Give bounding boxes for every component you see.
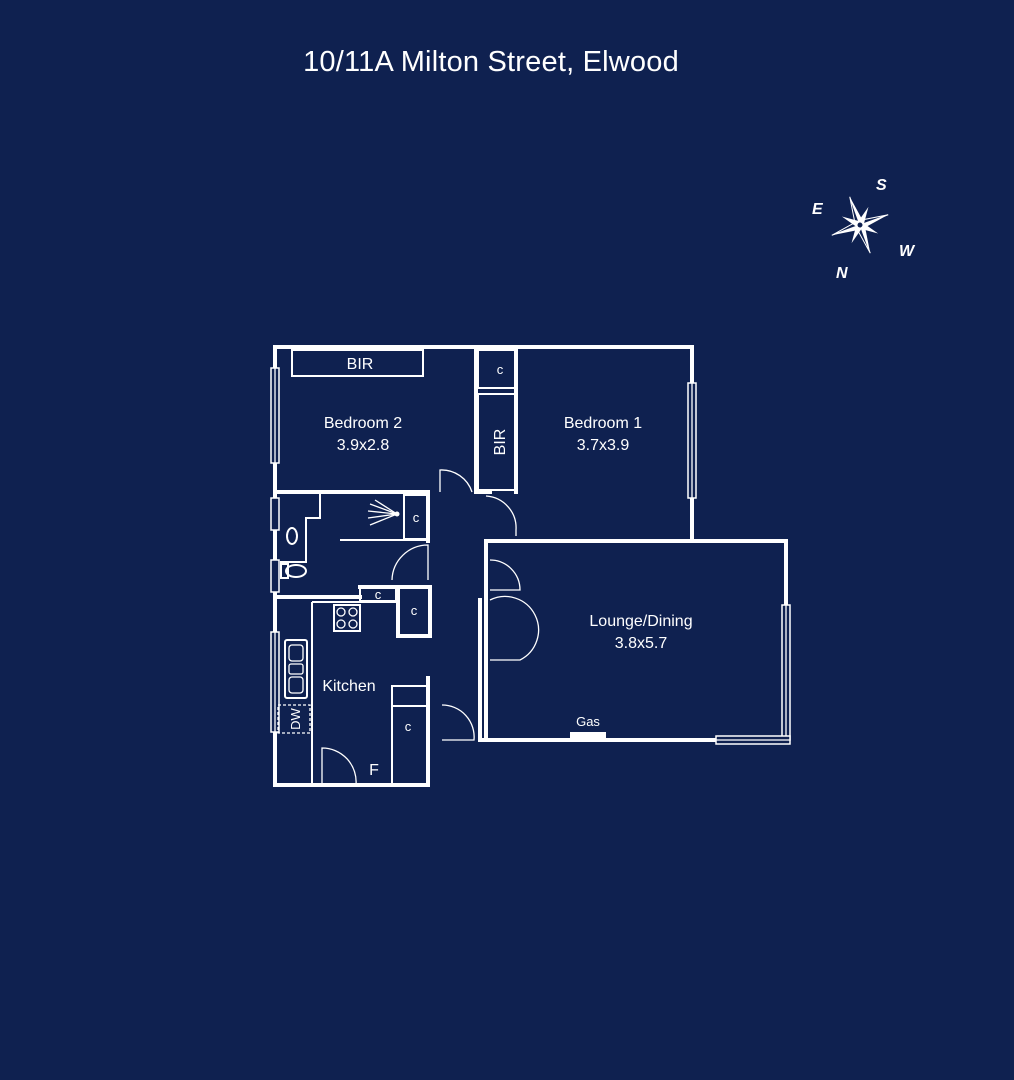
bir-top-label: BIR (347, 356, 374, 373)
cupboard-laundry-box (359, 586, 397, 602)
gas-heater-icon (570, 732, 606, 738)
lounge-size: 3.8x5.7 (615, 635, 668, 652)
bedroom1-size: 3.7x3.9 (577, 437, 630, 454)
compass-w-label: W (899, 243, 916, 260)
dishwasher-box (277, 704, 311, 734)
bedroom2-size: 3.9x2.8 (337, 437, 390, 454)
cupboard-top-label: c (497, 362, 504, 377)
gas-label: Gas (576, 714, 600, 729)
interior-walls (273, 345, 694, 785)
pantry-box (391, 685, 429, 786)
compass-rose-icon (831, 196, 889, 254)
bedroom2-name: Bedroom 2 (324, 415, 402, 432)
bedroom1-name: Bedroom 1 (564, 415, 642, 432)
compass-e-label: E (812, 201, 824, 218)
compass-n-label: N (836, 265, 848, 282)
bir-side-label: BIR (492, 429, 509, 456)
lounge-name: Lounge/Dining (589, 613, 692, 630)
doors (321, 469, 540, 786)
fridge-label: F (369, 762, 379, 779)
cupboard-hall-label: c (411, 603, 418, 618)
bir-side-box (477, 393, 517, 491)
kitchen-name: Kitchen (322, 678, 375, 695)
dishwasher-label: DW (288, 707, 303, 729)
bir-top-box (291, 349, 424, 377)
compass-s-label: S (876, 177, 887, 194)
cupboard-bath-label: c (413, 510, 420, 525)
windows (270, 367, 791, 745)
cupboard-kitchen-label: c (405, 719, 412, 734)
exterior-walls (273, 345, 788, 787)
cooktop-icon (333, 604, 361, 632)
bathroom-fixtures: c (280, 492, 429, 579)
cupboard-laundry-label: c (375, 587, 382, 602)
page-title: 10/11A Milton Street, Elwood (303, 46, 679, 78)
sink-icon (284, 639, 308, 699)
cupboard-top-box (477, 349, 517, 389)
